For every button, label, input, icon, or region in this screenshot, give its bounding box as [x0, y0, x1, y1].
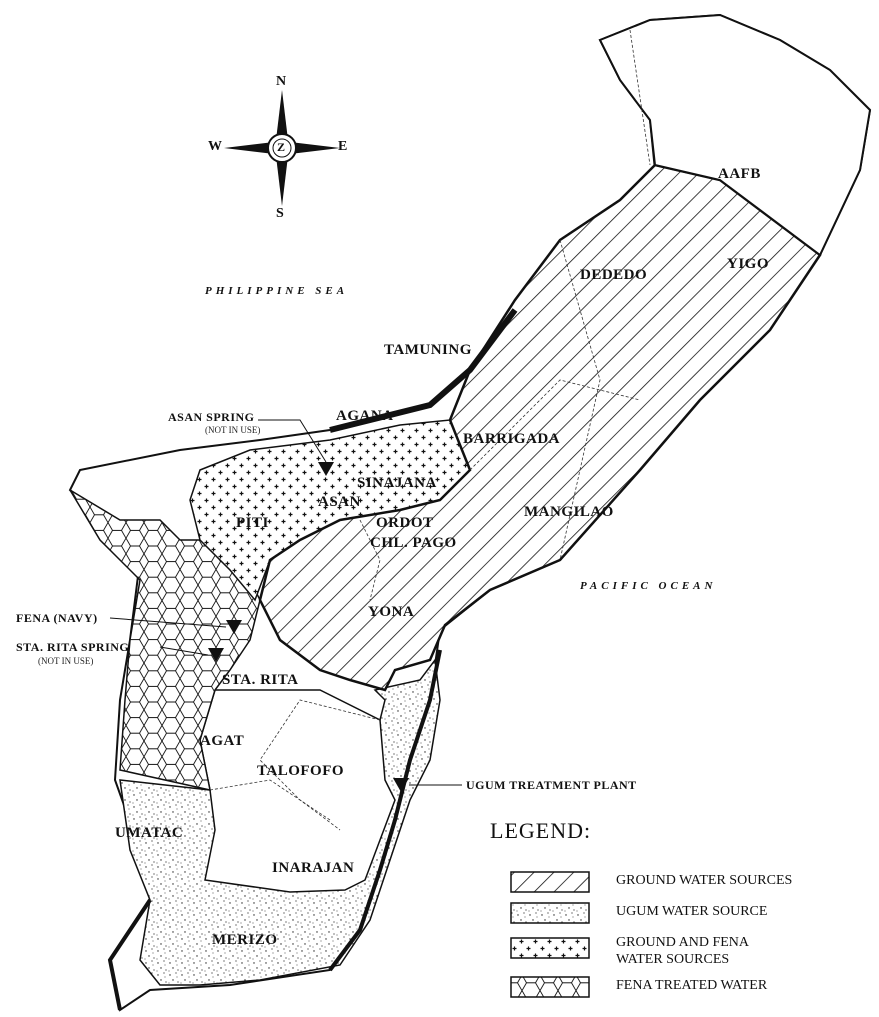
legend-swatch-hatch — [510, 871, 590, 893]
village-aafb: AAFB — [718, 166, 761, 182]
leader-lines — [109, 419, 462, 786]
village-sta-rita: STA. RITA — [222, 672, 299, 688]
legend-title: LEGEND: — [490, 818, 592, 843]
sea-pacific: PACIFIC OCEAN — [580, 580, 717, 592]
source-fena: FENA (NAVY) — [16, 611, 98, 625]
village-talofofo: TALOFOFO — [257, 763, 345, 779]
village-barrigada: BARRIGADA — [463, 431, 561, 447]
village-inarajan: INARAJAN — [272, 860, 355, 876]
coast-dark-west — [329, 308, 518, 433]
village-agat: AGAT — [200, 733, 245, 749]
legend-item-ground: GROUND WATER SOURCES — [511, 872, 851, 906]
legend-label: UGUM WATER SOURCE — [616, 904, 768, 919]
compass-w: W — [208, 139, 222, 154]
village-yigo: YIGO — [727, 256, 770, 272]
legend-item-ground-fena: GROUND AND FENA WATER SOURCES — [511, 934, 748, 968]
source-sta-rita-spring-note: (NOT IN USE) — [38, 656, 94, 666]
legend-item-fena: FENA TREATED WATER — [511, 977, 851, 1011]
village-asan: ASAN — [318, 494, 361, 510]
village-yona: YONA — [368, 604, 415, 620]
compass-rose — [224, 90, 340, 206]
sea-philippine: PHILIPPINE SEA — [205, 285, 349, 297]
village-umatac: UMATAC — [115, 825, 184, 841]
village-boundaries — [209, 29, 651, 831]
ugum-marker — [393, 778, 409, 792]
compass-e: E — [338, 139, 348, 154]
village-chalan-pago: CHL. PAGO — [370, 535, 457, 551]
village-agana: AGANA — [336, 408, 394, 424]
legend-label: GROUND WATER SOURCES — [616, 873, 793, 888]
village-tamuning: TAMUNING — [384, 342, 472, 358]
legend-label: FENA TREATED WATER — [616, 978, 768, 993]
legend-swatch-cross — [510, 937, 590, 959]
coast-dark-sw — [107, 898, 152, 1011]
legend-swatch-hex — [510, 976, 590, 998]
region-north-tip — [598, 13, 872, 257]
region-ground — [258, 163, 822, 692]
asan-spring-marker — [318, 462, 334, 476]
village-dededo: DEDEDO — [580, 267, 648, 283]
legend-label: GROUND AND FENA WATER SOURCES — [616, 935, 749, 967]
legend-item-ugum: UGUM WATER SOURCE — [511, 903, 851, 937]
coast-dark-south — [328, 649, 442, 972]
source-ugum: UGUM TREATMENT PLANT — [466, 778, 637, 792]
compass-center: Z — [277, 140, 286, 154]
source-sta-rita-spring: STA. RITA SPRING — [16, 640, 130, 654]
sta-rita-spring-marker — [208, 648, 224, 662]
region-south-plain — [199, 689, 396, 893]
source-asan-spring-note: (NOT IN USE) — [205, 425, 261, 435]
village-mangilao: MANGILAO — [524, 504, 614, 520]
region-fena — [69, 489, 261, 791]
village-piti: PITI — [236, 515, 269, 531]
compass-s: S — [276, 206, 284, 221]
village-ordot: ORDOT — [376, 515, 434, 531]
village-merizo: MERIZO — [212, 932, 278, 948]
compass-n: N — [276, 74, 287, 89]
legend-swatch-stipple — [510, 902, 590, 924]
village-sinajana: SINAJANA — [357, 475, 437, 491]
source-asan-spring: ASAN SPRING — [168, 410, 255, 424]
fena-marker — [226, 620, 242, 634]
